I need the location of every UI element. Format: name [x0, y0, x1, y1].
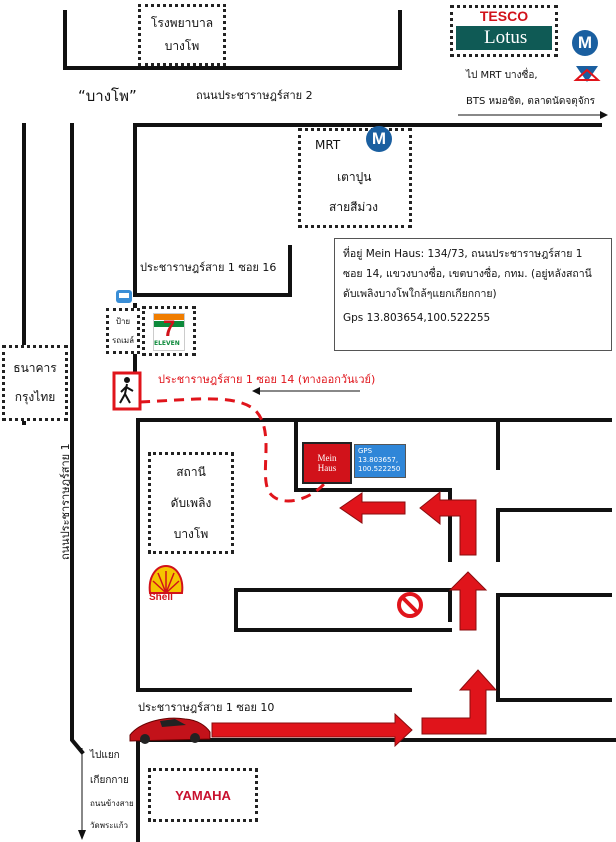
kiakkai-label-3: ถนนข้างสาย	[90, 799, 134, 808]
mein-haus-label-1: Mein	[317, 453, 337, 463]
one-way-arrow	[252, 387, 360, 395]
seven-eleven-logo: 7 ELEVEN	[153, 313, 185, 351]
fire-station-box: สถานี ดับเพลิง บางโพ	[148, 452, 234, 554]
mein-haus-box: Mein Haus	[302, 442, 352, 484]
bank-label-1: ธนาคาร	[13, 361, 57, 375]
yamaha-logo: YAMAHA	[175, 787, 231, 803]
soi10-label: ประชาราษฎร์สาย 1 ซอย 10	[138, 701, 275, 714]
mein-haus-label-2: Haus	[317, 463, 337, 473]
metro-icon-top: M	[572, 30, 598, 56]
gps-box-lat: 13.803657,	[358, 456, 399, 464]
gps-box: GPS 13.803657, 100.522250	[354, 444, 406, 478]
pedestrian-icon	[112, 371, 142, 411]
seven-digit: 7	[163, 316, 176, 341]
tesco-text: TESCO	[479, 8, 529, 24]
bus-stop-box: ป้าย รถเมล์	[106, 308, 140, 354]
mrt-note-2: BTS หมอชิต, ตลาดนัดจตุจักร	[466, 96, 596, 107]
fire-station-label-3: บางโพ	[173, 526, 209, 541]
bank-box: ธนาคาร กรุงไทย	[2, 345, 68, 421]
hospital-label-1: โรงพยาบาล	[150, 15, 214, 30]
gps-box-lng: 100.522250	[358, 465, 401, 473]
address-line-1: ที่อยู่ Mein Haus: 134/73, ถนนประชาราษฎร…	[343, 248, 583, 260]
bus-stop-label-1: ป้าย	[115, 317, 131, 326]
metro-icon-station: M	[366, 126, 392, 152]
shell-logo: Shell	[146, 563, 186, 605]
address-info-box: ที่อยู่ Mein Haus: 134/73, ถนนประชาราษฎร…	[334, 238, 612, 351]
address-line-3: ดับเพลิงบางโพใกล้ๆแยกเกียกกาย)	[343, 287, 497, 300]
direction-arrow-top	[458, 111, 608, 119]
seven-eleven-box: 7 ELEVEN	[142, 306, 196, 356]
area-name: “บางโพ”	[78, 87, 137, 105]
car-icon	[129, 717, 211, 744]
eleven-text: ELEVEN	[154, 340, 180, 347]
kiakkai-label-4: วัดพระแก้ว	[90, 821, 129, 830]
kiakkai-label-1: ไปแยก	[90, 750, 120, 761]
road-pracharat1-label: ถนนประชาราษฎร์สาย 1	[59, 443, 72, 560]
bank-label-2: กรุงไทย	[14, 390, 56, 404]
mrt-note-1: ไป MRT บางซื่อ,	[466, 70, 538, 81]
tesco-lotus-logo: TESCO Lotus	[450, 5, 558, 57]
shell-icon	[148, 564, 184, 594]
direction-arrow-down	[78, 748, 86, 840]
no-entry-sign	[397, 592, 423, 618]
road-pracharat2-label: ถนนประชาราษฎร์สาย 2	[196, 89, 313, 102]
hospital-box: โรงพยาบาล บางโพ	[138, 4, 226, 66]
fire-station-label-2: ดับเพลิง	[170, 495, 212, 510]
lotus-text: Lotus	[456, 26, 552, 50]
walking-route	[139, 397, 332, 503]
gps-coordinates: Gps 13.803654,100.522255	[343, 311, 491, 324]
hospital-label-2: บางโพ	[164, 39, 200, 53]
fire-station-label-1: สถานี	[176, 464, 206, 479]
mrt-station-label: MRT	[315, 138, 341, 152]
route-arrows	[211, 490, 498, 748]
mrt-station-box: MRT เตาปูน สายสีม่วง	[298, 128, 412, 228]
kiakkai-label-2: เกียกกาย	[90, 775, 129, 786]
bus-stop-label-2: รถเมล์	[111, 336, 135, 345]
soi14-label: ประชาราษฎร์สาย 1 ซอย 14 (ทางออกวันเวย์)	[158, 373, 376, 386]
bus-icon	[116, 290, 132, 303]
bts-logo-icon	[573, 66, 601, 82]
mrt-station-name: เตาปูน	[337, 170, 372, 184]
soi16-label: ประชาราษฎร์สาย 1 ซอย 16	[140, 261, 277, 274]
gps-box-label: GPS	[358, 447, 373, 455]
mrt-line-name: สายสีม่วง	[329, 200, 378, 214]
shell-text: Shell	[149, 592, 173, 603]
yamaha-box: YAMAHA	[148, 768, 258, 822]
address-line-2: ซอย 14, แขวงบางซื่อ, เขตบางซื่อ, กทม. (อ…	[343, 267, 592, 280]
